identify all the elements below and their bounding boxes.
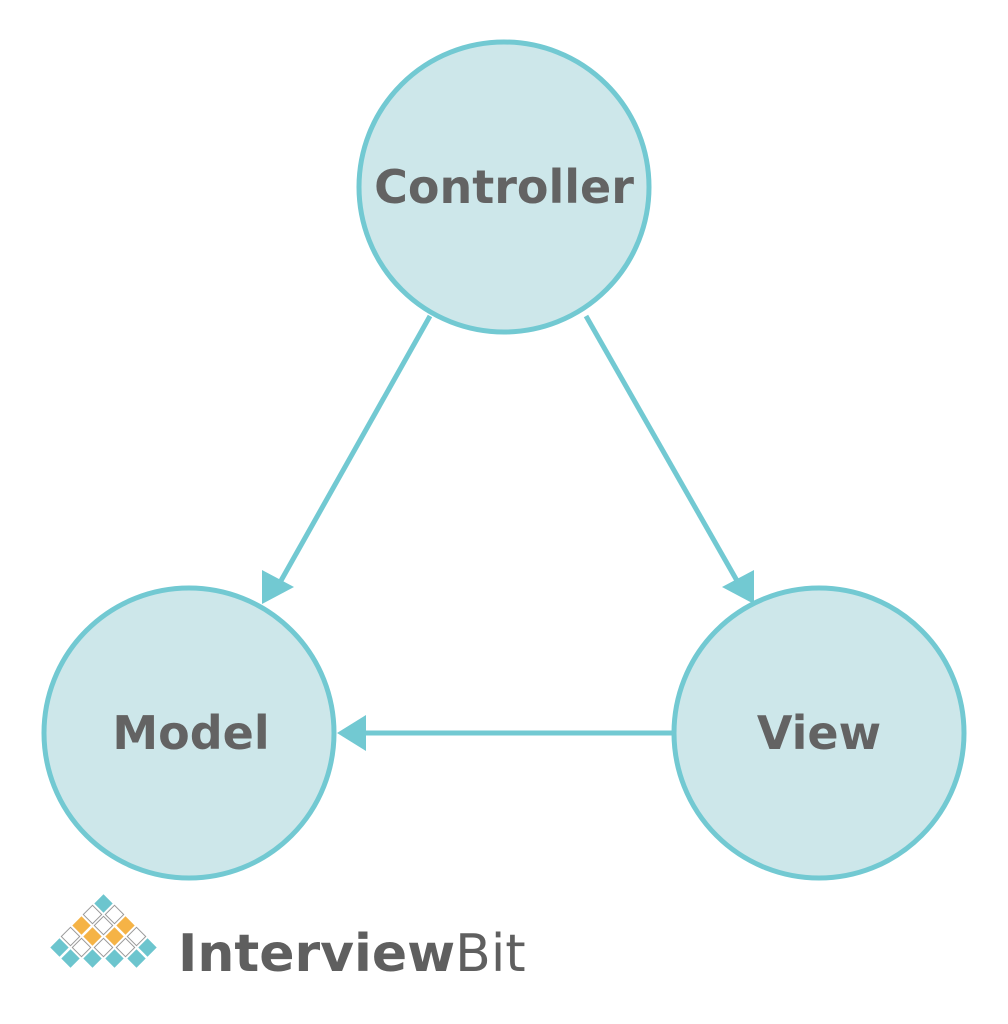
logo-wordmark-light: Bit	[455, 924, 526, 984]
arrowhead-controller-to-view	[722, 570, 754, 604]
edges	[262, 314, 754, 751]
logo-mark-icon	[50, 894, 157, 968]
arrowhead-controller-to-model	[262, 570, 294, 604]
node-controller: Controller	[356, 39, 652, 335]
edge-controller-to-view	[583, 314, 743, 588]
logo-wordmark-bold: Interview	[178, 924, 455, 984]
logo-wordmark: InterviewBit	[178, 924, 526, 984]
node-model: Model	[41, 585, 337, 881]
arrowhead-view-to-model	[337, 715, 366, 751]
edge-controller-to-model	[275, 314, 433, 588]
node-model-label: Model	[112, 706, 269, 760]
node-controller-label: Controller	[374, 160, 634, 214]
node-view: View	[671, 585, 967, 881]
node-view-label: View	[757, 706, 881, 760]
interviewbit-logo: InterviewBit	[50, 894, 526, 984]
